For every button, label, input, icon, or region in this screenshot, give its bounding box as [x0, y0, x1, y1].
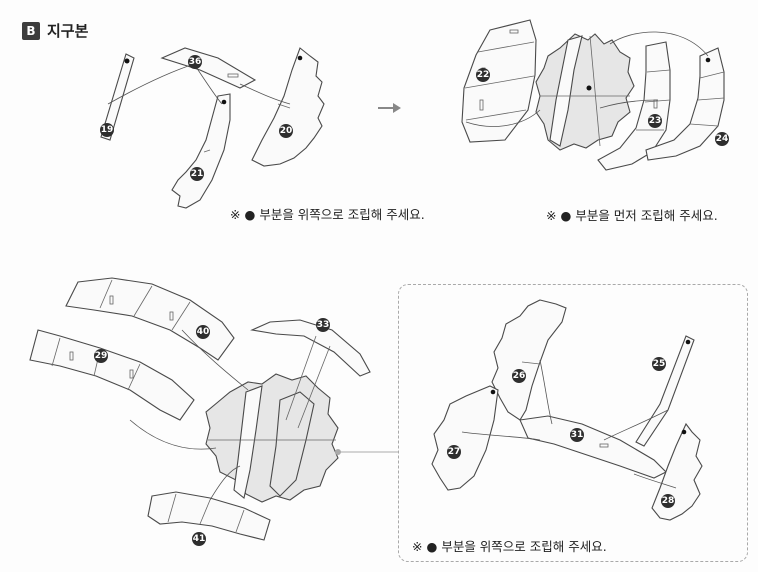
assembly-note-1: ※ ● 부분을 위쪽으로 조립해 주세요. [230, 207, 425, 222]
part-24-shape [645, 47, 725, 161]
detail-illustration: 26 25 27 31 28 [431, 299, 703, 521]
part-41-label: 41 [193, 534, 206, 544]
step1-illustration: 19 36 21 20 [100, 47, 325, 209]
part-21-shape [171, 93, 231, 209]
right-arrow-icon [378, 103, 401, 113]
assembly-note-2: ※ ● 부분을 먼저 조립해 주세요. [546, 208, 718, 223]
part-36-label: 36 [189, 57, 202, 67]
part-22-label: 22 [477, 70, 490, 80]
part-29-label: 29 [95, 351, 108, 361]
assembly-note-3: ※ ● 부분을 위쪽으로 조립해 주세요. [412, 539, 607, 554]
part-19-label: 19 [101, 125, 114, 135]
part-25-label: 25 [653, 359, 666, 369]
part-40-shape [65, 277, 235, 361]
part-33-shape [250, 319, 371, 377]
part-36-shape [160, 47, 257, 89]
part-26-label: 26 [513, 371, 526, 381]
part-29-shape [29, 329, 195, 421]
part-33-label: 33 [317, 320, 330, 330]
part-31-shape [519, 415, 667, 479]
part-31-label: 31 [571, 430, 584, 440]
step3-illustration: 40 29 33 41 [29, 277, 398, 546]
part-20-label: 20 [280, 126, 293, 136]
page-title: 지구본 [47, 22, 89, 40]
part-41-shape [147, 491, 271, 541]
part-40-label: 40 [197, 327, 210, 337]
part-27-label: 27 [448, 447, 461, 457]
part-26-shape [491, 299, 567, 421]
part-21-label: 21 [191, 169, 204, 179]
part-27-shape [431, 385, 499, 491]
section-badge: B [22, 22, 40, 40]
part-23-shape [597, 41, 671, 171]
part-28-label: 28 [662, 496, 675, 506]
detail-frame [398, 284, 748, 562]
part-19-shape [100, 53, 135, 141]
part-23-label: 23 [649, 116, 662, 126]
part-24-label: 24 [716, 134, 729, 144]
step2-illustration: 22 23 24 [461, 19, 729, 171]
part-25-shape [635, 335, 695, 447]
